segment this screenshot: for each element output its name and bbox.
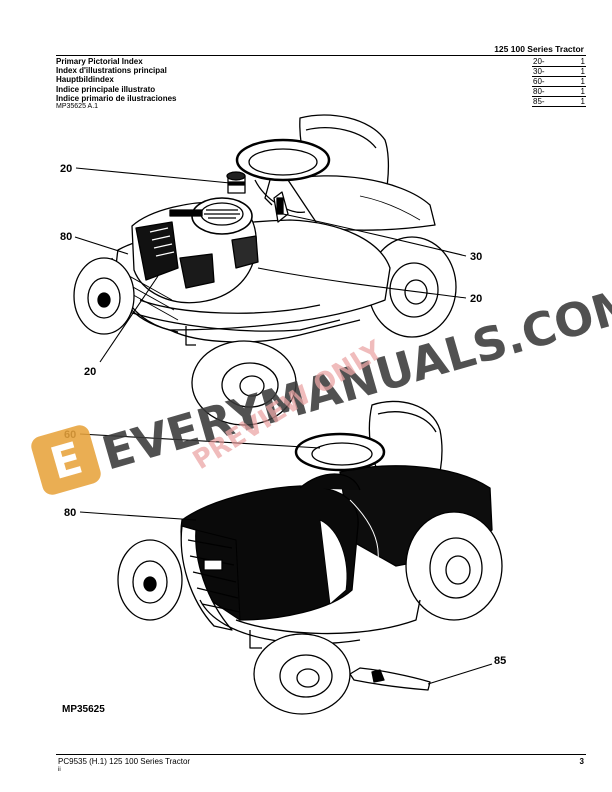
header-rule	[56, 55, 586, 56]
index-row: 80-1	[532, 86, 586, 97]
index-row: 20-1	[532, 57, 586, 67]
index-ref[interactable]: 85-	[532, 96, 569, 107]
index-page: 1	[568, 86, 586, 97]
bottom-leader-lines	[79, 433, 493, 685]
footer-subpage: ii	[58, 767, 61, 773]
top-leader-lines	[74, 167, 467, 363]
figure-reference: MP35625 A.1	[56, 103, 99, 110]
bottom-tractor-drawing	[117, 400, 503, 715]
index-page: 1	[568, 66, 586, 77]
callout-20-engine-front: 20	[84, 366, 96, 378]
index-ref[interactable]: 30-	[532, 66, 569, 77]
callout-85-blade: 85	[494, 655, 506, 667]
callout-30-frame: 30	[470, 251, 482, 263]
index-row: 85-1	[532, 96, 586, 107]
tractor-series-title: 125 100 Series Tractor	[494, 44, 584, 54]
title-french: Index d'illustrations principal	[56, 66, 167, 76]
callout-20-air-cleaner: 20	[60, 163, 72, 175]
index-page: 1	[568, 57, 586, 67]
title-italian: Indice principale illustrato	[56, 84, 156, 94]
index-table: 20-1 30-1 60-1 80-1 85-1	[532, 57, 586, 107]
figure-label: MP35625	[62, 704, 105, 715]
top-tractor-drawing	[73, 114, 457, 426]
index-ref[interactable]: 60-	[532, 76, 569, 87]
title-spanish: Indice primario de ilustraciones	[56, 93, 177, 103]
index-titles: Primary Pictorial Index Index d'illustra…	[56, 57, 176, 103]
page-number: 3	[579, 757, 584, 766]
index-row: 60-1	[532, 76, 586, 87]
index-ref[interactable]: 80-	[532, 86, 569, 97]
watermark-logo-icon: E	[31, 425, 101, 495]
index-row: 30-1	[532, 66, 586, 77]
index-page: 1	[568, 96, 586, 107]
index-page: 1	[568, 76, 586, 87]
footer-rule	[56, 754, 586, 755]
index-ref[interactable]: 20-	[532, 57, 569, 67]
callout-80-hood-closed: 80	[64, 507, 76, 519]
callout-20-engine: 20	[470, 293, 482, 305]
footer-doc-info: PC9535 (H.1) 125 100 Series Tractor	[58, 757, 191, 766]
title-english: Primary Pictorial Index	[56, 57, 143, 66]
title-german: Hauptbildindex	[56, 75, 114, 85]
callout-80-hood: 80	[60, 231, 72, 243]
